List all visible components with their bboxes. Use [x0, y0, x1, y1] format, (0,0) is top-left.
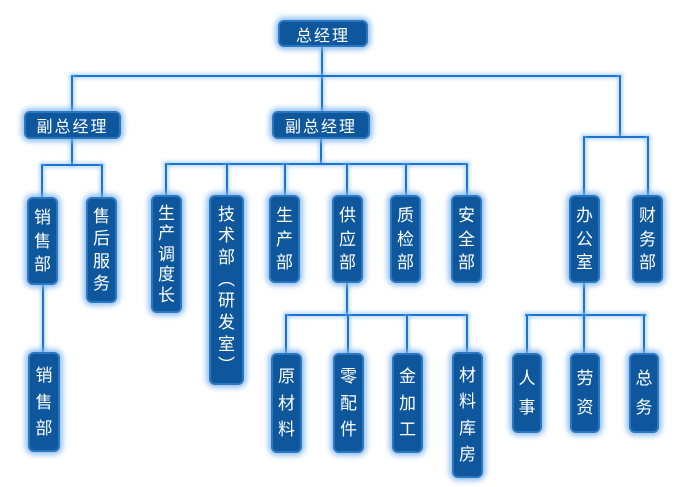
connector-drop-right-group: [619, 76, 621, 137]
connector-drop-sales: [41, 165, 43, 197]
connector-drop-labor: [583, 315, 585, 353]
org-node-quality-inspection-dept: 质检部: [390, 195, 421, 283]
connector-supply-stem: [346, 283, 348, 316]
connector-drop-spare-parts: [347, 315, 349, 353]
connector-gm-trunk: [321, 47, 323, 111]
connector-left-rail: [41, 164, 103, 166]
org-node-after-sales-service: 售后服务: [86, 197, 117, 303]
connector-drop-office: [583, 137, 585, 195]
connector-top-rail: [71, 75, 621, 77]
connector-drop-production: [284, 164, 286, 195]
connector-drop-tech: [226, 164, 228, 195]
org-node-metal-processing: 金加工: [392, 353, 423, 453]
org-node-labor-wages: 劳资: [570, 353, 600, 433]
org-node-spare-parts: 零配件: [333, 353, 364, 453]
org-node-raw-materials: 原材料: [271, 353, 302, 453]
org-node-personnel: 人事: [512, 353, 542, 433]
connector-drop-after-sales: [101, 165, 103, 197]
connector-drop-raw-materials: [285, 315, 287, 353]
connector-drop-materials-warehouse: [466, 315, 468, 352]
org-node-tech-dept-rd: 技术部︵研发室︶: [209, 195, 244, 385]
connector-sales-to-sub: [42, 285, 44, 352]
org-node-deputy-gm-left: 副总经理: [24, 111, 121, 139]
org-node-sales-dept-sub: 销售部: [28, 352, 60, 452]
connector-supply-rail: [285, 314, 468, 316]
org-node-general-manager: 总经理: [278, 20, 368, 47]
connector-drop-metal-processing: [406, 315, 408, 353]
connector-drop-safety: [466, 164, 468, 195]
connector-vgm-left-stem: [71, 139, 73, 165]
connector-drop-prod-dispatch: [165, 164, 167, 195]
connector-vgm-mid-stem: [320, 139, 322, 164]
connector-mid-rail: [165, 163, 468, 165]
connector-drop-supply: [346, 164, 348, 195]
connector-drop-vgm-left: [71, 76, 73, 111]
org-node-sales-dept: 销售部: [27, 197, 58, 285]
org-node-general-affairs: 总务: [629, 353, 659, 433]
org-node-deputy-gm-mid: 副总经理: [272, 111, 370, 139]
connector-office-stem: [583, 283, 585, 316]
org-node-safety-dept: 安全部: [451, 195, 482, 283]
connector-drop-general-affairs: [643, 315, 645, 353]
connector-drop-quality: [405, 164, 407, 195]
org-node-supply-dept: 供应部: [332, 195, 363, 283]
org-node-materials-warehouse: 材料库房: [452, 352, 483, 478]
org-node-production-dept: 生产部: [269, 195, 300, 283]
org-node-finance-dept: 财务部: [632, 195, 663, 283]
connector-drop-personnel: [526, 315, 528, 353]
org-node-office: 办公室: [569, 195, 600, 283]
connector-right-rail: [583, 136, 649, 138]
connector-office-rail: [525, 314, 646, 316]
org-node-production-dispatch-chief: 生产调度长: [151, 195, 182, 313]
connector-drop-finance: [647, 137, 649, 195]
